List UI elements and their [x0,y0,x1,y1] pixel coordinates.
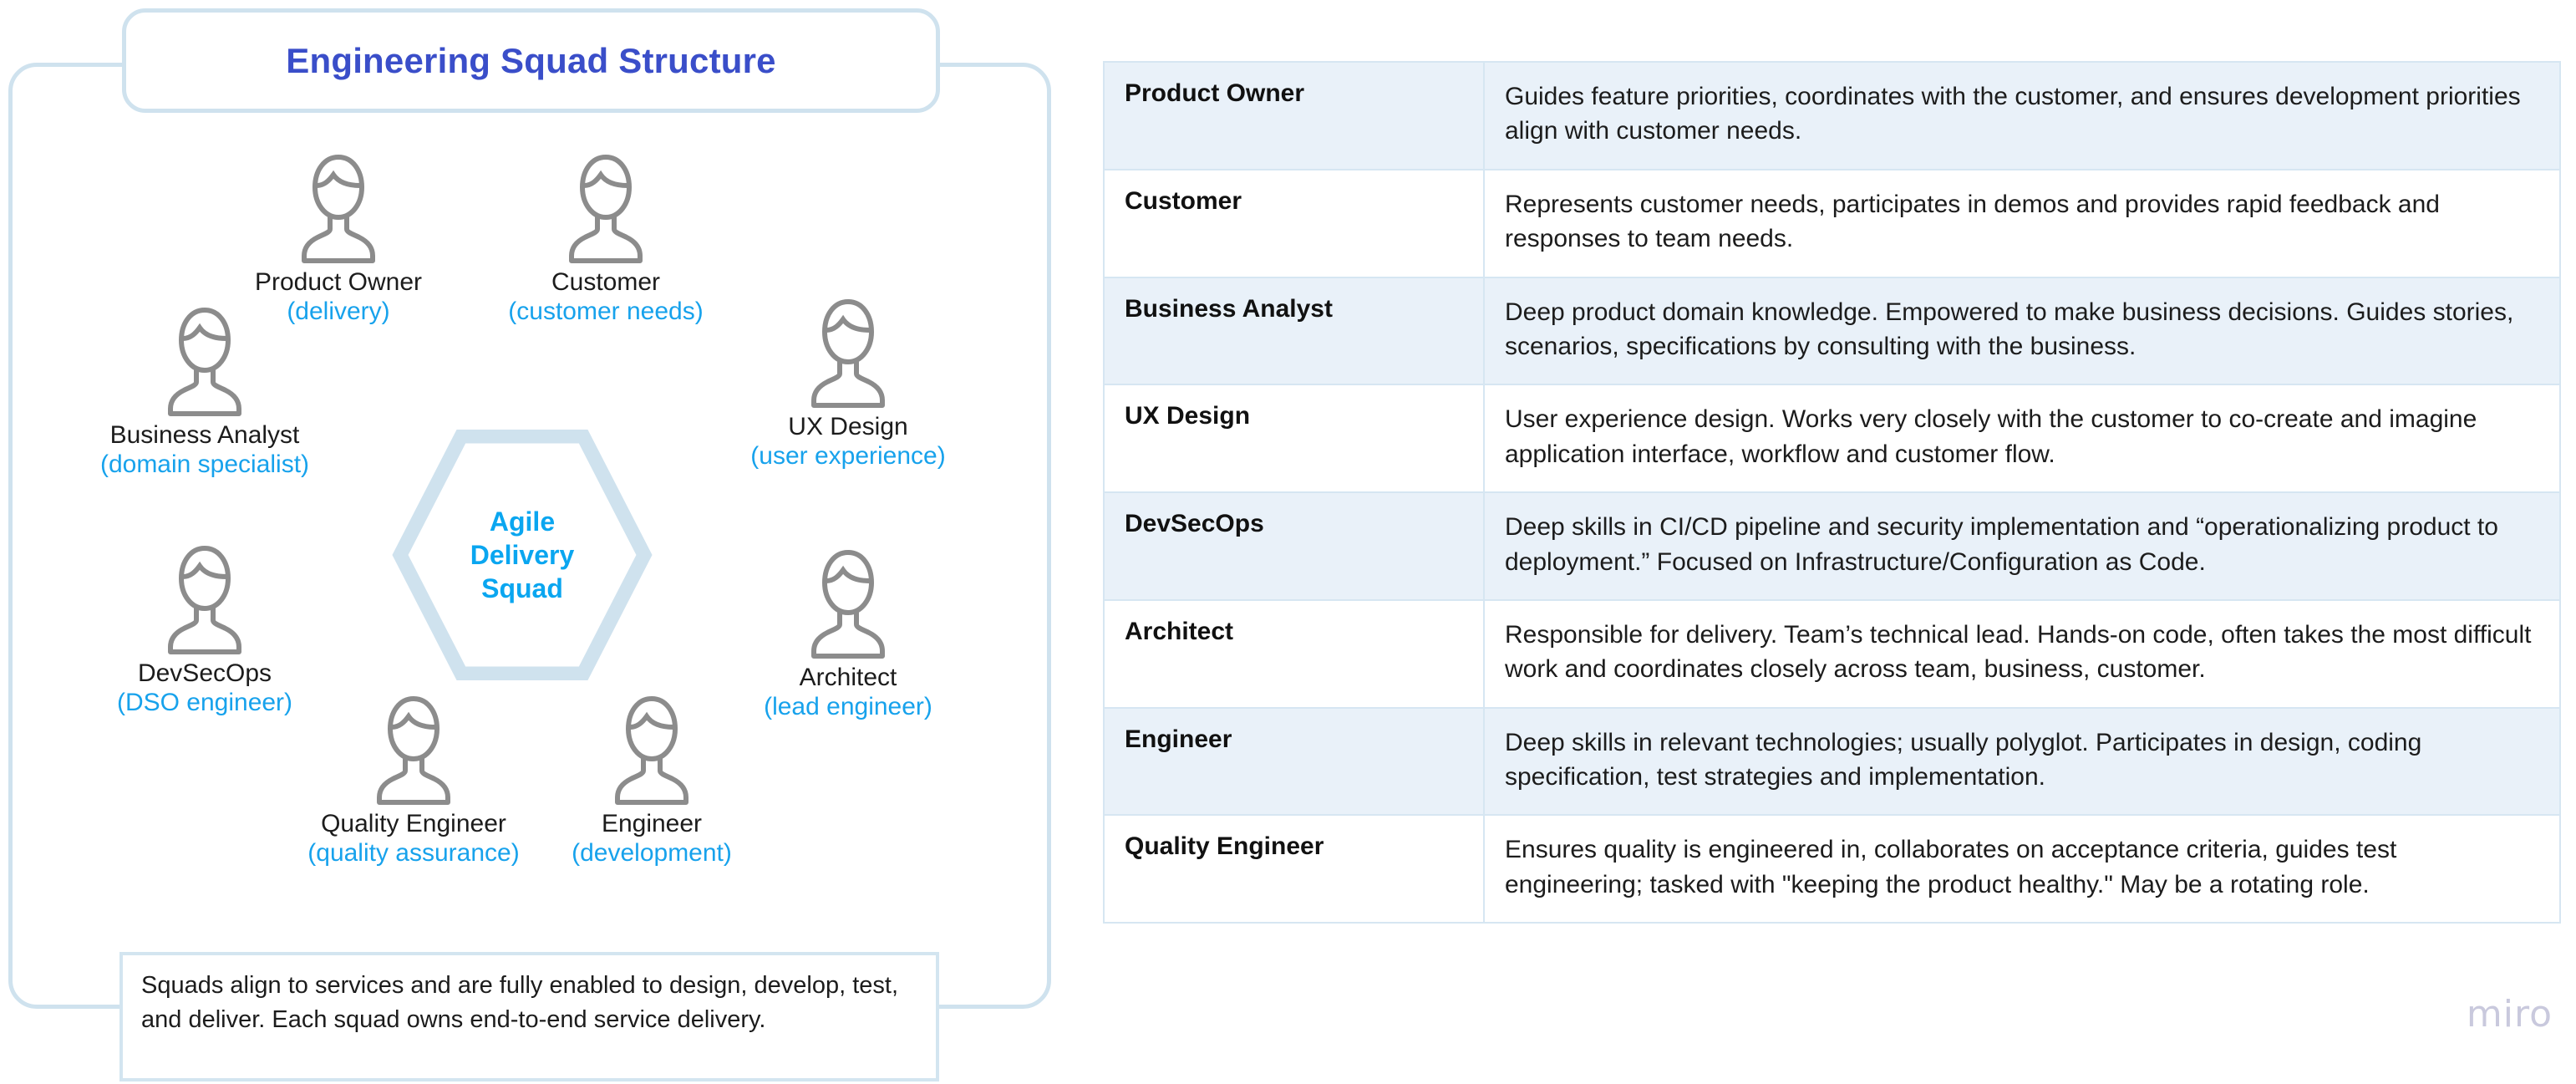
role-node-engineer[interactable]: Engineer (development) [543,694,760,868]
hexagon-label: Agile Delivery Squad [389,430,655,680]
table-row[interactable]: UX Design User experience design. Works … [1103,384,2561,494]
role-subtitle: (development) [572,839,732,868]
table-cell-role: Business Analyst [1103,276,1485,386]
person-icon [569,154,643,263]
role-node-quality-engineer[interactable]: Quality Engineer (quality assurance) [276,694,551,868]
person-icon [811,549,885,659]
table-cell-description: Deep skills in CI/CD pipeline and securi… [1483,491,2561,601]
table-row[interactable]: Product Owner Guides feature priorities,… [1103,61,2561,170]
diagram-panel: Engineering Squad Structure Agile Delive… [0,0,1086,1084]
role-subtitle: (customer needs) [508,298,704,326]
table-cell-role: UX Design [1103,384,1485,494]
table-cell-role: Quality Engineer [1103,814,1485,924]
role-name: UX Design [788,413,908,440]
table-row[interactable]: DevSecOps Deep skills in CI/CD pipeline … [1103,491,2561,601]
person-icon [811,298,885,408]
miro-watermark: miro [2466,993,2553,1036]
role-subtitle: (delivery) [287,298,390,326]
role-table-body: Product Owner Guides feature priorities,… [1103,61,2561,924]
squad-note-text: Squads align to services and are fully e… [141,972,899,1034]
role-name: Architect [799,664,897,691]
table-cell-description: User experience design. Works very close… [1483,384,2561,494]
role-name: Product Owner [254,268,423,296]
table-cell-role: Product Owner [1103,61,1485,170]
agile-delivery-squad-hexagon: Agile Delivery Squad [389,429,655,681]
table-cell-description: Guides feature priorities, coordinates w… [1483,61,2561,170]
table-row[interactable]: Architect Responsible for delivery. Team… [1103,598,2561,709]
role-node-product-owner[interactable]: Product Owner (delivery) [226,152,451,327]
hexagon-shape [392,429,653,681]
role-node-devsecops[interactable]: DevSecOps (DSO engineer) [71,543,338,718]
table-cell-description: Deep product domain knowledge. Empowered… [1483,276,2561,386]
hexagon-label-line2: Delivery [470,540,575,570]
role-name: DevSecOps [137,659,272,687]
table-row[interactable]: Quality Engineer Ensures quality is engi… [1103,814,2561,924]
person-icon [168,545,241,654]
role-node-business-analyst[interactable]: Business Analyst (domain specialist) [67,305,343,480]
table-cell-role: Architect [1103,598,1485,709]
role-description-table: Product Owner Guides feature priorities,… [1103,61,2561,924]
table-row[interactable]: Business Analyst Deep product domain kno… [1103,276,2561,386]
person-icon [377,695,450,805]
role-name: Business Analyst [109,421,300,449]
squad-note-box: Squads align to services and are fully e… [119,952,939,1081]
table-cell-description: Ensures quality is engineered in, collab… [1483,814,2561,924]
title-card: Engineering Squad Structure [122,8,940,113]
table-cell-role: Engineer [1103,706,1485,817]
role-subtitle: (lead engineer) [764,693,932,721]
table-row[interactable]: Engineer Deep skills in relevant technol… [1103,706,2561,817]
person-icon [168,307,241,416]
role-node-customer[interactable]: Customer (customer needs) [480,152,731,327]
role-subtitle: (DSO engineer) [116,689,293,717]
table-cell-description: Deep skills in relevant technologies; us… [1483,706,2561,817]
hexagon-label-line1: Agile [489,506,556,537]
role-subtitle: (quality assurance) [307,839,520,868]
role-name: Customer [551,268,661,296]
person-icon [302,154,375,263]
table-cell-description: Represents customer needs, participates … [1483,168,2561,278]
role-subtitle: (domain specialist) [99,450,310,479]
role-subtitle: (user experience) [750,442,946,471]
hexagon-label-line3: Squad [481,573,563,603]
person-icon [615,695,688,805]
table-cell-role: Customer [1103,168,1485,278]
role-name: Engineer [601,810,703,837]
table-cell-role: DevSecOps [1103,491,1485,601]
table-row[interactable]: Customer Represents customer needs, part… [1103,168,2561,278]
table-cell-description: Responsible for delivery. Team’s technic… [1483,598,2561,709]
role-node-architect[interactable]: Architect (lead engineer) [719,547,978,722]
role-name: Quality Engineer [321,810,506,837]
role-node-ux-design[interactable]: UX Design (user experience) [714,297,982,471]
page-title: Engineering Squad Structure [286,40,776,80]
